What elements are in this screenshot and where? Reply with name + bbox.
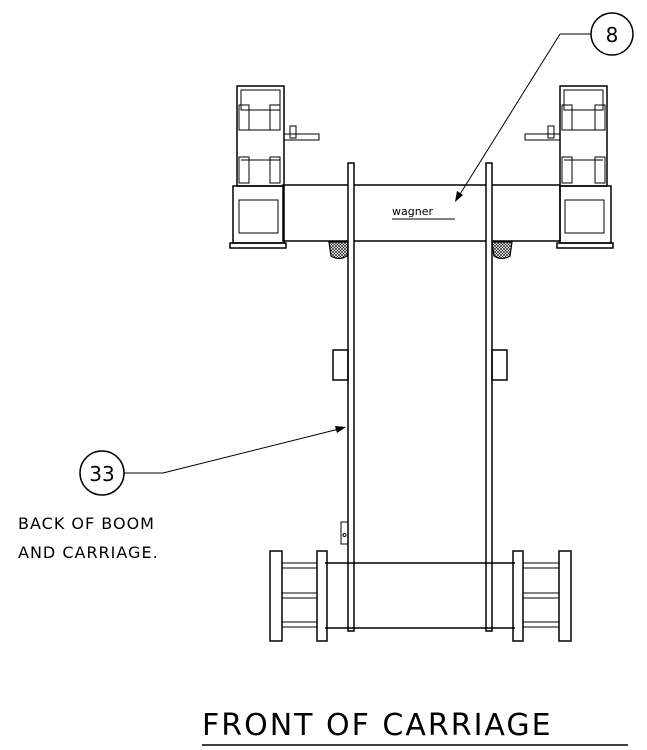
callout-8-number: 8 bbox=[606, 23, 619, 47]
right-roller bbox=[491, 241, 513, 260]
left-guide-block bbox=[332, 349, 349, 381]
left-roller bbox=[328, 241, 350, 260]
right-boom-plate bbox=[485, 162, 493, 632]
callout-33-number: 33 bbox=[89, 462, 114, 486]
left-boom-plate bbox=[347, 162, 355, 632]
left-bottom-bracket bbox=[269, 550, 348, 642]
brand-label: wagner bbox=[392, 205, 433, 218]
right-bottom-bracket bbox=[512, 550, 572, 642]
drawing-caption: FRONT OF CARRIAGE bbox=[202, 708, 553, 743]
right-guide-block bbox=[491, 349, 508, 381]
bottom-cross-beam bbox=[325, 562, 515, 629]
note-line-1: BACK OF BOOM bbox=[18, 514, 155, 533]
callout-8: 8 bbox=[455, 12, 634, 202]
callout-33: 33 bbox=[79, 426, 346, 496]
note-line-2: AND CARRIAGE. bbox=[18, 543, 159, 562]
left-plate-tab bbox=[340, 521, 349, 545]
right-top-bracket bbox=[524, 85, 614, 249]
left-top-bracket bbox=[229, 85, 320, 249]
